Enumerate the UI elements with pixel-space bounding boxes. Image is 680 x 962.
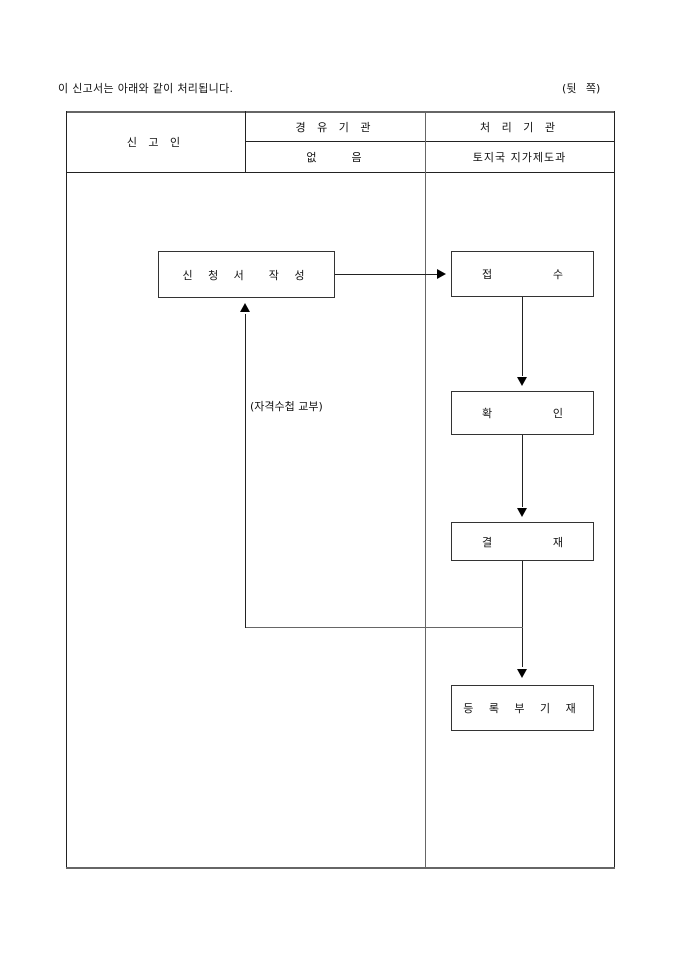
step-confirmation-left: 확 <box>482 407 493 420</box>
header-applicant: 신 고 인 <box>126 136 185 149</box>
header-via-agency: 경 유 기 관 <box>295 121 375 134</box>
arrow-right-icon <box>437 269 446 279</box>
header-col-divider <box>245 111 246 173</box>
connector-approval-to-register <box>522 561 523 667</box>
connector-confirm-to-approval <box>522 435 523 507</box>
step-application-writing: 신 청 서 작 성 <box>158 251 335 298</box>
return-path-horizontal <box>245 627 523 628</box>
connector-to-reception <box>335 274 437 275</box>
step-reception-left: 접 <box>482 268 493 281</box>
step-application-writing-label: 신 청 서 작 성 <box>182 268 311 282</box>
step-registration-label: 등 록 부 기 재 <box>463 702 582 715</box>
step-approval: 결 재 <box>451 522 594 561</box>
header-processing-agency: 처 리 기 관 <box>480 121 559 134</box>
main-col-divider <box>425 111 426 868</box>
arrow-down-icon <box>517 669 527 678</box>
arrow-down-icon <box>517 377 527 386</box>
table-left-border <box>66 111 67 868</box>
step-confirmation-right: 인 <box>552 407 563 420</box>
header-mid-divider <box>245 141 615 142</box>
step-registration: 등 록 부 기 재 <box>451 685 594 731</box>
table-bottom-border <box>66 867 615 869</box>
arrow-down-icon <box>517 508 527 517</box>
intro-text: 이 신고서는 아래와 같이 처리됩니다. <box>58 82 234 95</box>
issue-certificate-note: (자격수첩 교부) <box>250 400 323 413</box>
connector-reception-to-confirm <box>522 297 523 376</box>
via-agency-value: 없 음 <box>306 151 364 164</box>
arrow-up-icon <box>240 303 250 312</box>
step-reception-right: 수 <box>552 268 563 281</box>
step-approval-right: 재 <box>552 535 563 549</box>
table-right-border <box>614 111 615 868</box>
step-approval-left: 결 <box>482 535 493 549</box>
processing-agency-value: 토지국 지가제도과 <box>472 151 567 164</box>
table-top-border <box>66 111 615 113</box>
page-side-label: (뒷 쪽) <box>562 82 601 95</box>
step-confirmation: 확 인 <box>451 391 594 435</box>
header-bottom-divider <box>66 172 615 173</box>
return-path-vertical <box>245 314 246 628</box>
step-reception: 접 수 <box>451 251 594 297</box>
